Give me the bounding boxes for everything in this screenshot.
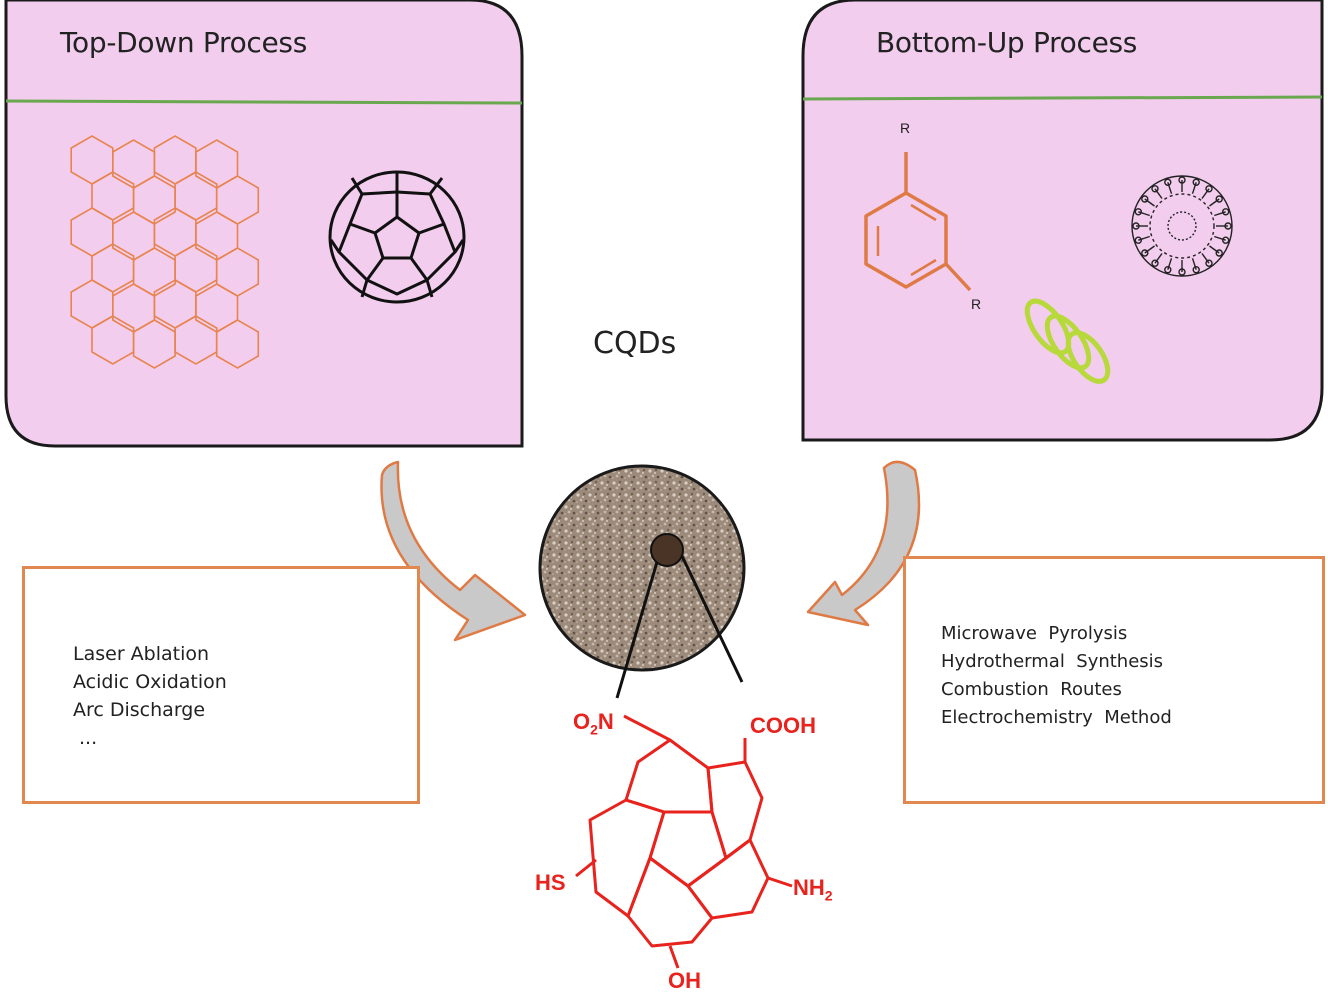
micelle-head	[1224, 222, 1232, 230]
micelle-spoke	[1191, 182, 1197, 194]
micelle-head	[1215, 249, 1223, 257]
zoom-line-left	[615, 561, 659, 699]
spring-icon	[1024, 298, 1111, 384]
micelle-spoke	[1201, 253, 1210, 264]
fullerene-icon	[328, 170, 466, 304]
micelle-head	[1221, 208, 1230, 216]
substituent-label-top: R	[900, 120, 911, 136]
graphene-sheet-icon	[70, 135, 260, 369]
micelle-spoke	[1191, 258, 1197, 270]
graphene-hexagon	[215, 319, 260, 369]
micelle-head	[1178, 176, 1186, 184]
list-item: Arc Discharge	[73, 699, 206, 721]
top-down-arrow-icon	[380, 460, 527, 642]
cqd-molecule-icon	[575, 714, 793, 969]
micelle-spoke	[1138, 211, 1150, 217]
micelle-head	[1164, 178, 1172, 187]
top-down-title: Top-Down Process	[60, 26, 308, 59]
micelle-head	[1192, 178, 1200, 187]
list-item: Acidic Oxidation	[73, 671, 227, 693]
graphene-hexagon	[132, 319, 176, 369]
micelle-head	[1141, 249, 1149, 257]
micelle-spoke	[1214, 235, 1226, 241]
nitro-group-label: O2N	[573, 709, 614, 737]
micelle-head	[1164, 266, 1172, 274]
benzene-ring-icon	[864, 152, 972, 292]
bottom-up-title: Bottom-Up Process	[876, 26, 1138, 59]
micelle-head	[1151, 185, 1159, 193]
nitro-n: N	[597, 709, 614, 734]
micelle-head	[1141, 195, 1149, 203]
amine-group-label: NH2	[793, 875, 833, 903]
top-down-divider	[5, 99, 523, 105]
bottom-up-methods-box	[903, 556, 1325, 804]
top-down-methods-box	[22, 566, 420, 804]
bottom-up-panel	[801, 0, 1324, 442]
cqd-core	[650, 533, 684, 567]
carboxyl-group-label: COOH	[750, 713, 816, 738]
list-item: Hydrothermal Synthesis	[941, 651, 1164, 672]
bottom-up-divider	[802, 95, 1323, 101]
list-item: Combustion Routes	[941, 679, 1122, 700]
micelle-spoke	[1144, 245, 1155, 254]
micelle-head	[1221, 236, 1230, 244]
micelle-head	[1134, 208, 1143, 216]
top-down-methods-list: Laser Ablation Acidic Oxidation Arc Disc…	[73, 640, 227, 752]
top-down-panel	[4, 0, 524, 448]
list-item: Laser Ablation	[73, 643, 210, 665]
amine-sub: 2	[824, 887, 833, 904]
micelle-spoke	[1144, 198, 1155, 207]
micelle-spoke	[1214, 211, 1226, 217]
micelle-spoke	[1138, 235, 1150, 241]
micelle-spoke	[1209, 245, 1220, 254]
micelle-spoke	[1154, 253, 1163, 264]
bottom-up-arrow-icon	[806, 460, 921, 627]
hydroxyl-group-label: OH	[668, 968, 701, 993]
list-item: Microwave Pyrolysis	[941, 623, 1128, 644]
micelle-head	[1178, 268, 1186, 276]
list-item: Electrochemistry Method	[941, 707, 1172, 728]
list-item: ...	[79, 727, 98, 749]
micelle-head	[1205, 259, 1213, 267]
micelle-spoke	[1209, 198, 1220, 207]
nitro-o: O	[573, 709, 591, 734]
micelle-head	[1134, 236, 1143, 244]
micelle-head	[1192, 266, 1200, 274]
micelle-spoke	[1167, 182, 1173, 194]
micelle-head	[1151, 259, 1159, 267]
zoom-line-right	[680, 555, 744, 683]
micelle-head	[1132, 222, 1140, 230]
amine-nh: NH	[793, 875, 825, 900]
micelle-spoke	[1167, 258, 1173, 270]
thiol-group-label: HS	[535, 870, 566, 895]
micelle-icon	[1131, 175, 1233, 277]
bottom-up-methods-list: Microwave Pyrolysis Hydrothermal Synthes…	[941, 620, 1172, 732]
micelle-spoke	[1154, 188, 1163, 199]
cqds-label: CQDs	[593, 326, 677, 361]
cqd-sphere	[538, 464, 746, 672]
substituent-label-bottom: R	[971, 296, 982, 312]
micelle-head	[1205, 185, 1213, 193]
nitro-sub: 2	[590, 721, 598, 738]
micelle-head	[1215, 195, 1223, 203]
micelle-spoke	[1201, 188, 1210, 199]
